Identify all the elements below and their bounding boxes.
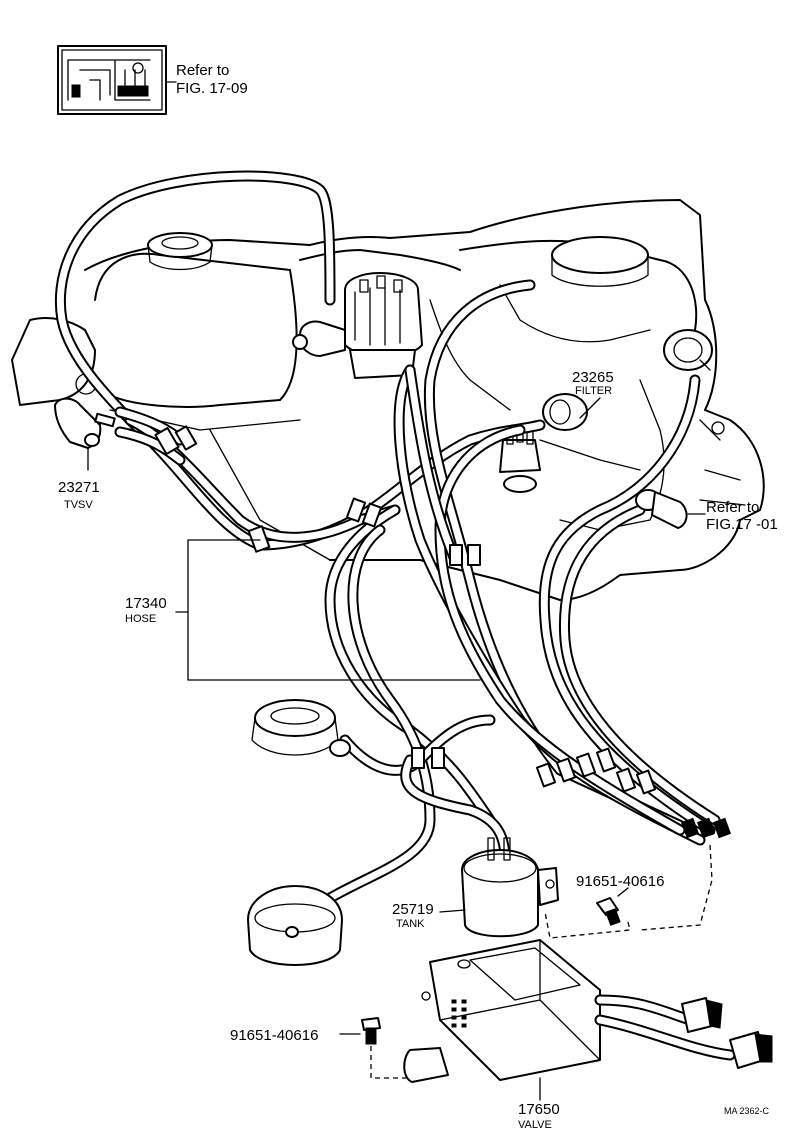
filter-component — [542, 393, 588, 431]
reference-fig-17-09[interactable]: Refer to FIG. 17-09 — [165, 62, 248, 97]
vacuum-diaphragm — [251, 699, 351, 757]
tvsv-name: TVSV — [64, 499, 93, 511]
tvsv-component[interactable]: 23271 TVSV — [54, 397, 116, 511]
tank-name: TANK — [396, 918, 425, 930]
tank-number: 25719 — [392, 901, 434, 918]
reference-line2: FIG.17 -01 — [706, 516, 778, 533]
screw-left[interactable]: 91651-40616 — [230, 1017, 410, 1079]
engine-block — [11, 199, 765, 601]
screw-left-number: 91651-40616 — [230, 1027, 318, 1044]
reference-fig-17-01[interactable]: Refer to FIG.17 -01 — [635, 489, 778, 533]
filter-label[interactable]: 23265 FILTER — [572, 369, 614, 419]
reference-line2: FIG. 17-09 — [176, 80, 248, 97]
filter-name: FILTER — [575, 385, 612, 397]
hose-number: 17340 — [125, 595, 167, 612]
reference-line1: Refer to — [706, 499, 759, 516]
vacuum-canister — [663, 329, 713, 371]
valve-name: VALVE — [518, 1119, 552, 1131]
vacuum-reservoir — [247, 885, 343, 966]
tank-component[interactable]: 25719 TANK — [392, 837, 559, 938]
reference-thumbnail[interactable] — [57, 45, 167, 115]
distributor — [292, 272, 423, 379]
reference-line1: Refer to — [176, 62, 229, 79]
hose-label[interactable]: 17340 HOSE — [125, 539, 481, 681]
screw-right-number: 91651-40616 — [576, 873, 664, 890]
filter-number: 23265 — [572, 369, 614, 386]
hose-name: HOSE — [125, 613, 156, 625]
screw-right[interactable]: 91651-40616 — [544, 844, 713, 939]
tvsv-number: 23271 — [58, 479, 100, 496]
drawing-code: MA 2362-C — [724, 1106, 770, 1116]
valve-component[interactable]: 17650 VALVE — [403, 939, 773, 1131]
valve-number: 17650 — [518, 1101, 560, 1118]
hose-clips — [154, 425, 732, 839]
